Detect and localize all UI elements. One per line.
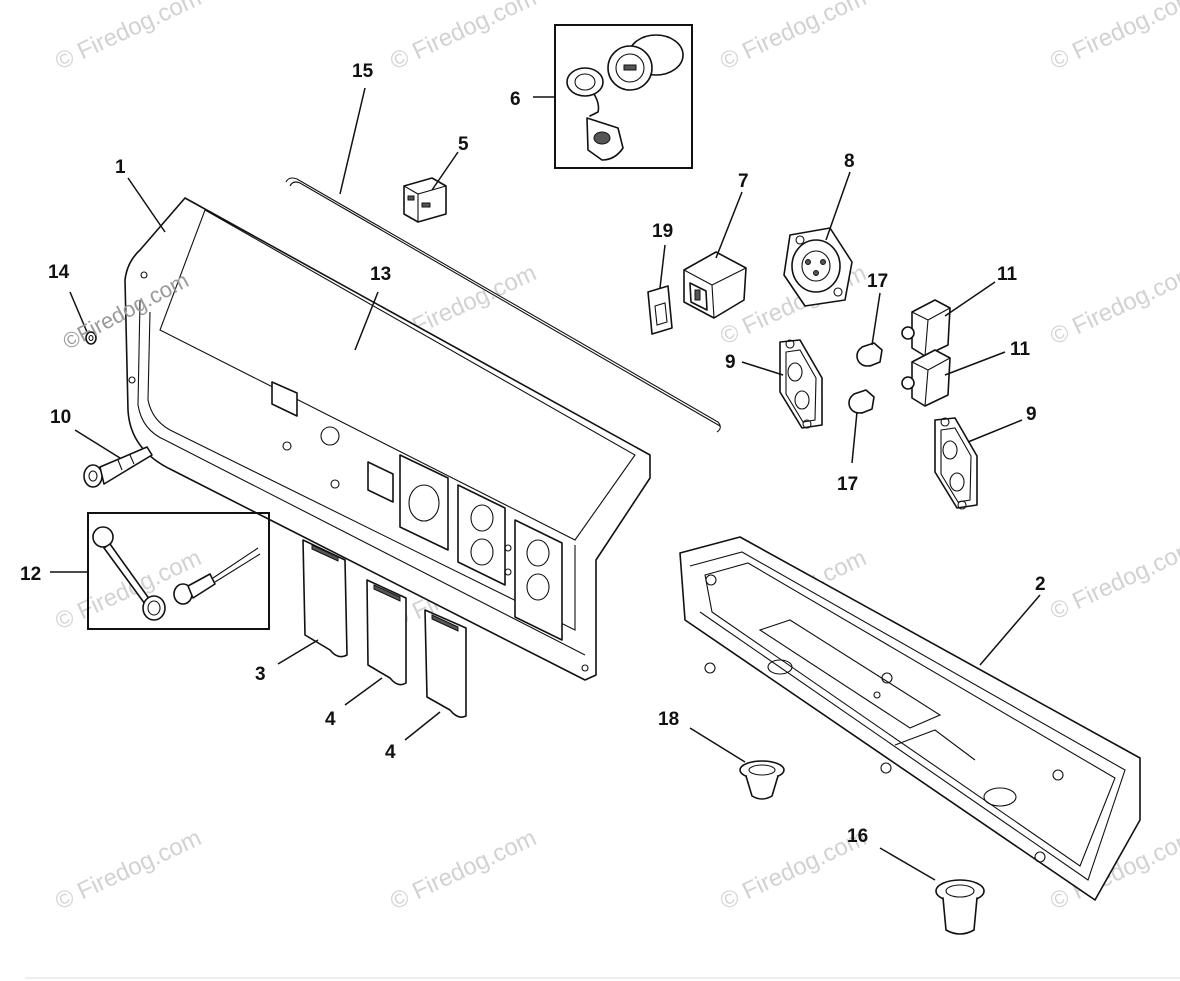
callout-9: 9 [1026,404,1037,425]
watermark-text: © Firedog.com [386,0,540,75]
callout-14: 14 [48,262,70,283]
switch-part-5 [403,177,447,223]
nut-part-14 [85,331,97,345]
callout-6: 6 [510,89,521,110]
callout-11: 11 [997,264,1018,285]
callout-8: 8 [844,151,855,172]
callout-10: 10 [50,407,71,428]
receptacle-part-9 [934,417,978,510]
callout-12: 12 [20,564,41,585]
grommet-part-18 [739,760,785,800]
callout-13: 13 [370,264,391,285]
control-panel-part-1 [124,197,651,681]
callout-15: 15 [352,61,374,82]
switch-part-19 [647,285,673,335]
callout-4: 4 [325,709,336,730]
button-cap-part-17 [848,342,883,414]
watermark-text: © Firedog.com [1046,0,1180,75]
ignition-switch-part-6 [554,24,693,169]
watermark-text: © Firedog.com [716,0,870,75]
callout-3: 3 [255,664,266,685]
callout-2: 2 [1035,574,1046,595]
callout-17: 17 [867,271,888,292]
watermark-text: © Firedog.com [386,824,540,915]
indicator-part-12 [87,512,270,630]
grommet-part-16 [935,879,985,935]
fuse-holder-part-10 [83,446,153,488]
receptacle-part-9 [779,339,823,429]
leader-lines [50,87,1041,881]
watermark-text: © Firedog.com [1046,259,1180,350]
callout-11: 11 [1010,339,1031,360]
callout-9: 9 [725,352,736,373]
callout-16: 16 [847,826,868,847]
callout-7: 7 [738,171,749,192]
cover-part-3 [302,539,348,658]
base-tray-part-2 [679,536,1141,901]
circuit-breaker-part-11 [901,299,951,407]
cover-part-4 [366,579,407,686]
callout-18: 18 [658,709,679,730]
twistlock-receptacle-part-8 [783,227,853,307]
rod-part-15 [285,177,721,433]
watermark-text: © Firedog.com [51,824,205,915]
inset-box [87,512,270,630]
watermark-text: © Firedog.com [1046,534,1180,625]
callout-4: 4 [385,742,396,763]
callout-17: 17 [837,474,858,495]
callout-19: 19 [652,221,673,242]
watermark-text: © Firedog.com [51,0,205,75]
cover-part-4 [424,609,467,718]
callout-5: 5 [458,134,469,155]
callout-1: 1 [115,157,126,178]
rocker-switch-part-7 [683,251,747,319]
callout-labels: 1 2 3 4 4 5 6 7 8 9 9 10 11 11 12 13 14 … [20,61,1046,847]
